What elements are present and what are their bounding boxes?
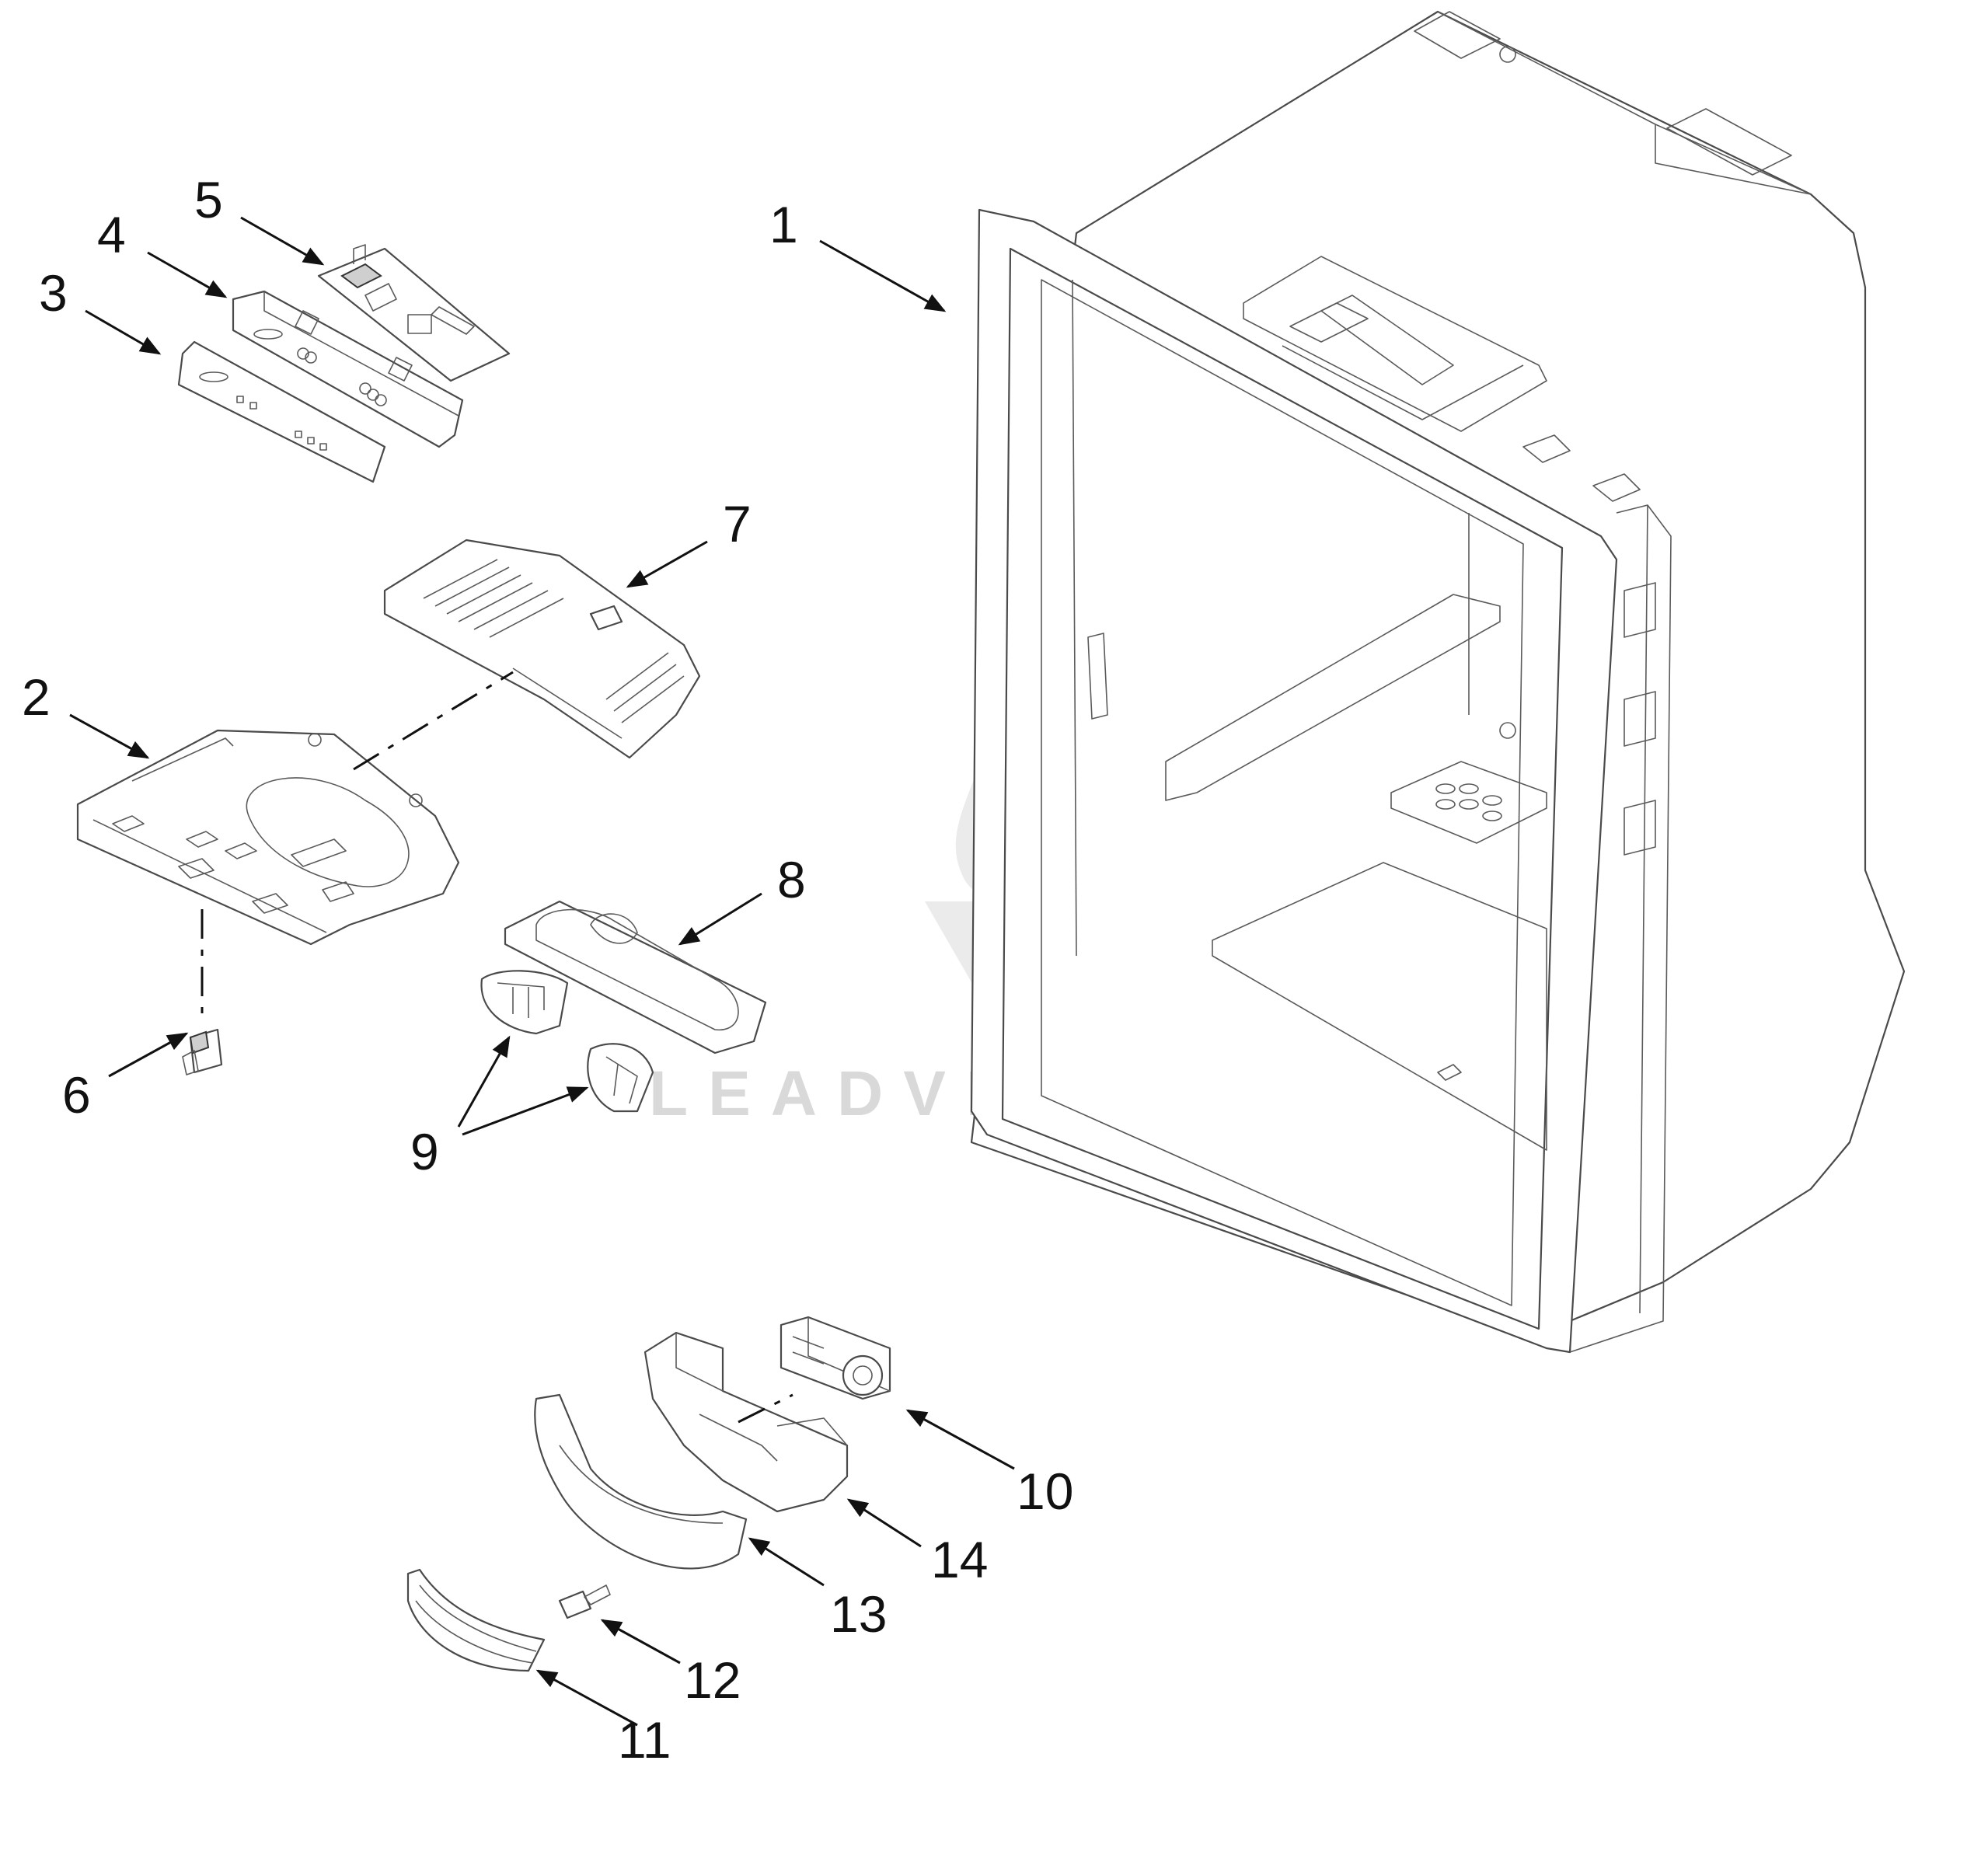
part-3-control-overlay — [177, 340, 386, 483]
part-10-dispenser-module — [780, 1316, 891, 1400]
part-9-lamp-socket-a — [480, 970, 569, 1035]
assembly-line-10-14 — [738, 1393, 793, 1424]
leader-11 — [535, 1669, 638, 1727]
part-11-dispenser-pad — [406, 1568, 546, 1672]
leader-5 — [240, 216, 325, 266]
part-2-crisper-cover — [76, 729, 460, 946]
callout-2: 2 — [22, 668, 51, 726]
callout-7: 7 — [723, 495, 752, 553]
callout-11: 11 — [618, 1711, 671, 1769]
part-6-switch — [182, 1028, 223, 1075]
leader-10 — [905, 1409, 1015, 1470]
leader-12 — [600, 1619, 681, 1665]
leader-4 — [147, 251, 228, 298]
callout-1: 1 — [769, 196, 798, 253]
callout-10: 10 — [1017, 1462, 1073, 1520]
leader-13 — [748, 1537, 825, 1587]
leader-9a — [457, 1035, 511, 1128]
leader-14 — [846, 1498, 922, 1548]
part-14-dispenser-housing — [643, 1331, 849, 1513]
assembly-line-2-7 — [353, 671, 514, 771]
leader-2 — [69, 713, 150, 759]
part-1-liner — [970, 10, 1906, 1354]
leader-1 — [819, 239, 947, 312]
callout-3: 3 — [39, 264, 68, 322]
callout-14: 14 — [931, 1531, 988, 1588]
callout-9: 9 — [410, 1123, 439, 1180]
callout-numbers: 1 2 3 4 5 6 7 8 9 10 11 12 13 14 — [22, 171, 1073, 1769]
part-5-control-board — [317, 244, 511, 382]
callout-5: 5 — [194, 171, 223, 228]
leader-7 — [626, 540, 708, 588]
callout-4: 4 — [97, 206, 126, 263]
leader-arrows — [69, 216, 1015, 1727]
leader-3 — [85, 309, 162, 355]
part-4-control-housing — [232, 290, 464, 448]
part-7-diffuser — [383, 539, 701, 759]
part-13-dispenser-trim — [534, 1393, 748, 1570]
part-12-screw — [558, 1584, 611, 1619]
callout-8: 8 — [777, 851, 806, 908]
leader-8 — [678, 892, 762, 946]
part-9-lamp-socket-b — [587, 1043, 654, 1113]
callout-12: 12 — [684, 1651, 741, 1709]
callout-13: 13 — [830, 1585, 887, 1643]
callout-6: 6 — [62, 1066, 91, 1124]
leader-6 — [108, 1032, 189, 1078]
leader-9b — [462, 1086, 589, 1136]
part-8-light-housing — [504, 900, 767, 1055]
